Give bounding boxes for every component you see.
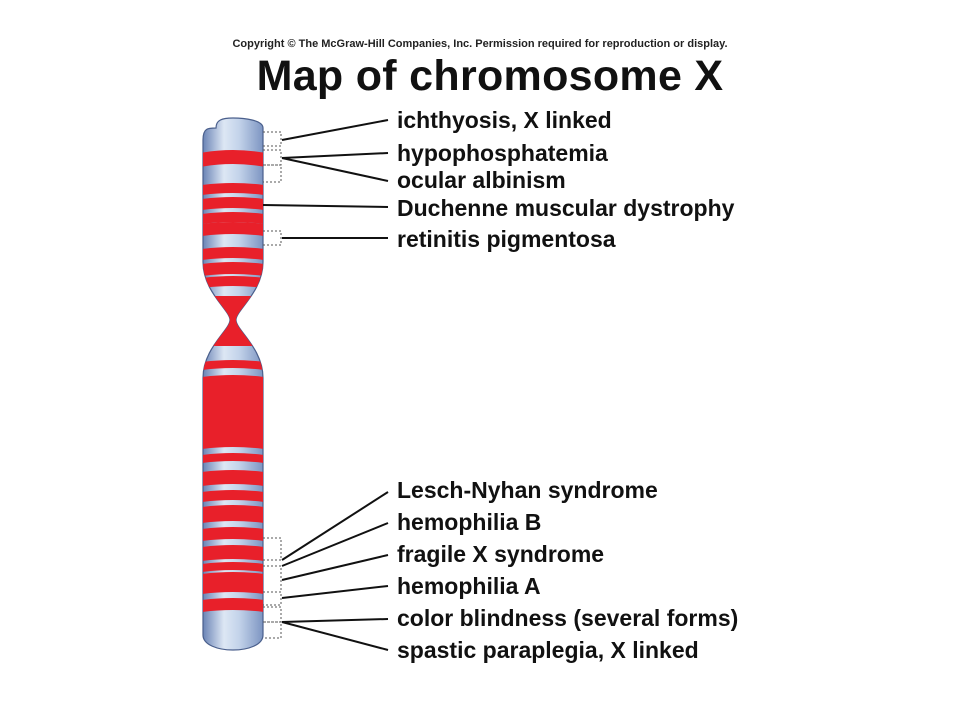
label-fragile-x: fragile X syndrome [397,541,604,567]
label-hypophosphatemia: hypophosphatemia [397,140,608,166]
label-retinitis: retinitis pigmentosa [397,226,616,252]
chromosome-x [202,117,264,651]
chromosome-band [203,527,263,542]
label-ichthyosis: ichthyosis, X linked [397,107,612,133]
chromosome-band [203,222,263,237]
label-ocular-albinism: ocular albinism [397,167,566,193]
copyright-notice: Copyright © The McGraw-Hill Companies, I… [232,38,728,50]
label-lesch-nyhan: Lesch-Nyhan syndrome [397,477,658,503]
chromosome-band [203,572,263,595]
chromosome-band [203,453,263,464]
chromosome-band [203,598,263,613]
label-hemophilia-b: hemophilia B [397,509,541,535]
gene-labels: ichthyosis, X linked hypophosphatemia oc… [397,107,738,663]
label-spastic-paraplegia: spastic paraplegia, X linked [397,637,699,663]
label-hemophilia-a: hemophilia A [397,573,541,599]
chromosome-band [203,212,263,225]
chromosome-band [203,545,263,562]
chromosome-band [203,276,263,289]
chromosome-band [203,505,263,524]
chromosome-band [203,150,263,168]
locus-brackets [263,131,282,639]
leader-lines [262,119,389,651]
label-color-blindness: color blindness (several forms) [397,605,738,631]
chromosome-band [203,562,263,573]
chromosome-band [203,197,263,211]
chromosome-band [203,360,263,371]
chromosome-band [203,490,263,503]
chromosome-band [203,183,263,196]
chromosome-band [203,470,263,487]
chromosome-band [203,375,263,450]
chromosome-band [203,262,263,277]
label-duchenne: Duchenne muscular dystrophy [397,195,735,221]
page-title: Map of chromosome X [256,52,724,100]
chromosome-band [203,247,263,261]
chromosome-band [203,295,263,347]
